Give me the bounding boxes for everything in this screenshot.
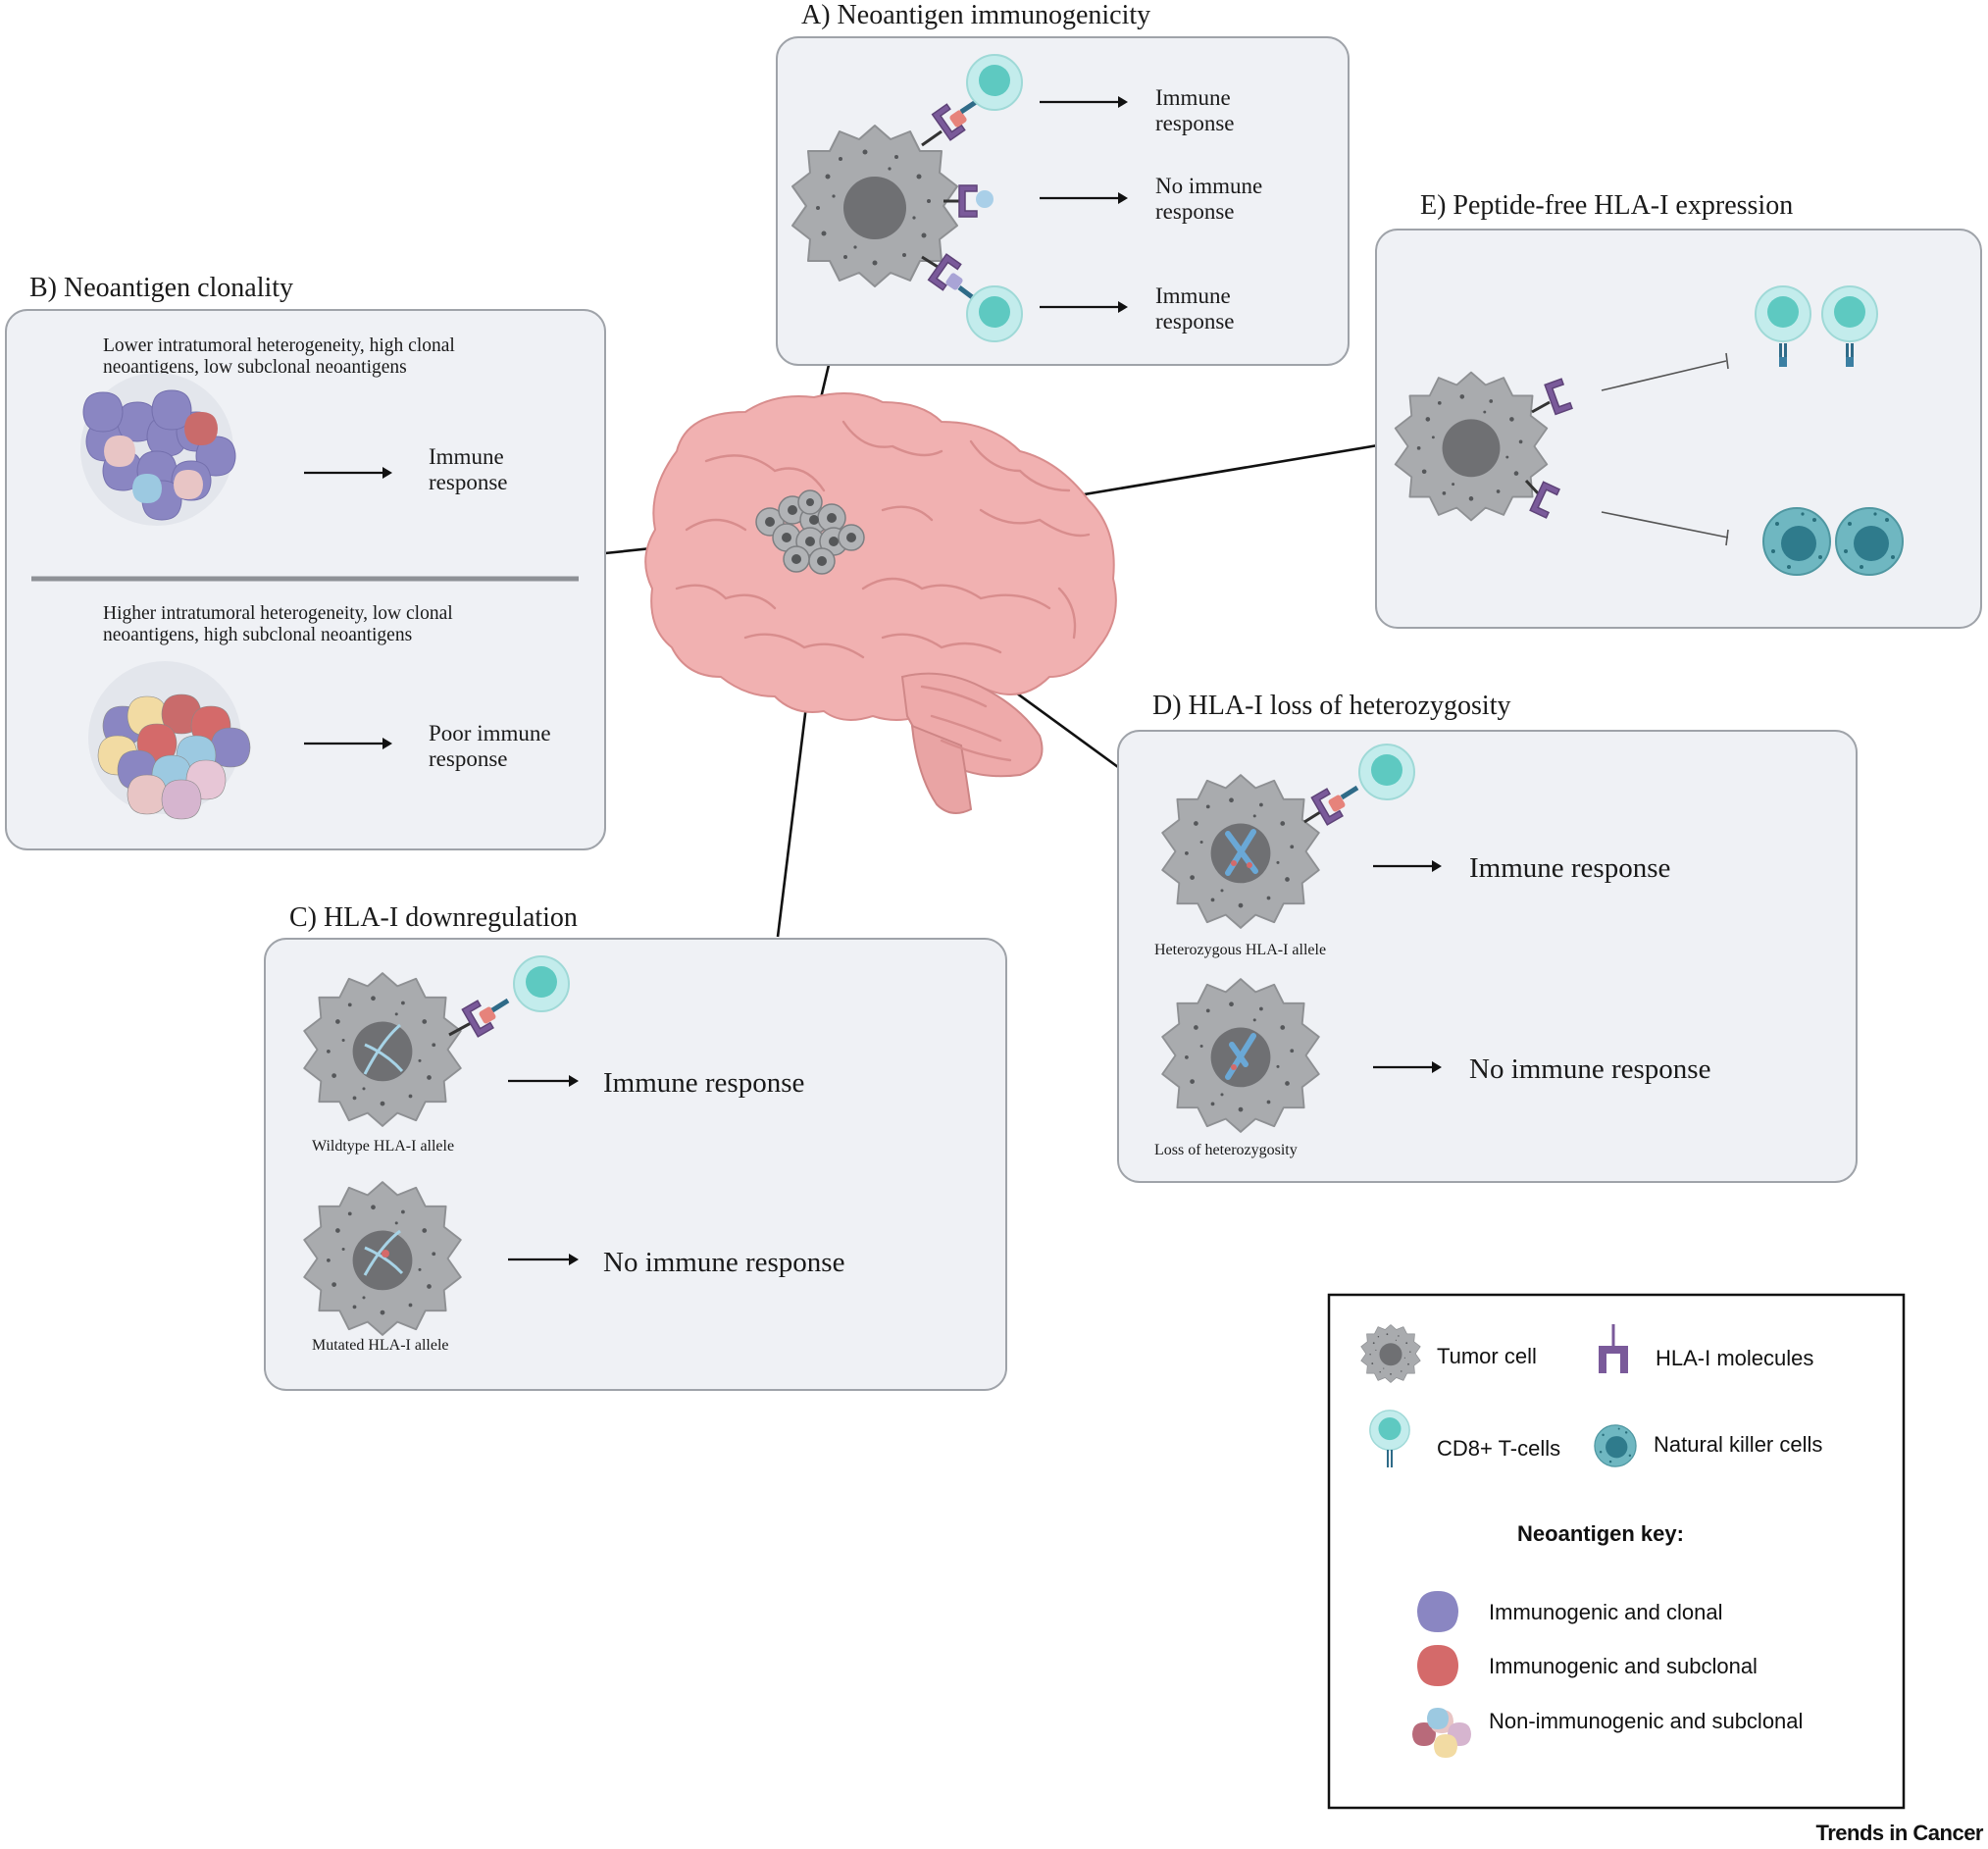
nk-cell-icon <box>1835 507 1904 576</box>
dna-icon <box>363 1023 404 1075</box>
hla-molecule-icon <box>1599 1324 1628 1373</box>
legend-hla-molecules: HLA-I molecules <box>1656 1346 1813 1370</box>
clonal-neoantigen-icon <box>1417 1591 1458 1632</box>
panel-a-row3-label2: response <box>1155 309 1234 334</box>
panel-d-row1-label: Immune response <box>1469 852 1670 884</box>
panel-c: C) HLA-I downregulation Wildtype HLA-I a… <box>264 902 1007 1391</box>
legend-cd8-tcells: CD8+ T-cells <box>1437 1436 1560 1461</box>
panel-c-row1-label: Immune response <box>603 1067 804 1099</box>
panel-a-row1-label2: response <box>1155 111 1234 135</box>
nk-cell-icon <box>1762 507 1831 576</box>
panel-b: B) Neoantigen clonality Lower intratumor… <box>5 273 606 850</box>
cd8-tcell-icon <box>1369 1410 1410 1467</box>
cd8-tcell-icon <box>966 285 1023 342</box>
panel-c-title: C) HLA-I downregulation <box>289 902 578 933</box>
legend-key-clonal: Immunogenic and clonal <box>1489 1600 1722 1624</box>
panel-a-row1-label: Immune <box>1155 85 1231 110</box>
panel-b-top-desc2: neoantigens, low subclonal neoantigens <box>103 357 407 378</box>
panel-b-top-label: Immune <box>429 444 504 469</box>
panel-e-title: E) Peptide-free HLA-I expression <box>1420 190 1793 221</box>
cd8-tcell-icon <box>1358 744 1415 800</box>
panel-d-title: D) HLA-I loss of heterozygosity <box>1152 691 1510 721</box>
panel-e: E) Peptide-free HLA-I expression <box>1375 190 1982 629</box>
panel-a: A) Neoantigen immunogenicity Immune resp… <box>776 0 1350 366</box>
legend-key-non-immunogenic: Non-immunogenic and subclonal <box>1489 1709 1803 1733</box>
cd8-tcell-icon <box>966 54 1023 111</box>
cd8-tcell-icon <box>1821 285 1878 367</box>
legend-key-subclonal: Immunogenic and subclonal <box>1489 1654 1758 1678</box>
panel-a-row2-label: No immune <box>1155 174 1262 198</box>
panel-b-bottom-label2: response <box>429 746 507 771</box>
legend-tumor-cell: Tumor cell <box>1437 1344 1537 1368</box>
panel-a-row2-label2: response <box>1155 199 1234 224</box>
legend: Tumor cell HLA-I molecules CD8+ T-cells … <box>1327 1293 1906 1810</box>
subclonal-tumor-icon <box>88 661 251 820</box>
cd8-tcell-icon <box>513 955 570 1012</box>
panel-a-title: A) Neoantigen immunogenicity <box>801 0 1150 30</box>
clonal-tumor-icon <box>80 373 236 526</box>
subclonal-neoantigen-icon <box>1417 1645 1458 1686</box>
panel-b-bottom-label: Poor immune <box>429 721 551 745</box>
panel-c-row2-caption: Mutated HLA-I allele <box>312 1337 449 1354</box>
panel-b-top-desc: Lower intratumoral heterogeneity, high c… <box>103 335 455 356</box>
panel-b-bottom-desc: Higher intratumoral heterogeneity, low c… <box>103 603 453 624</box>
panel-b-bottom-desc2: neoantigens, high subclonal neoantigens <box>103 625 412 645</box>
panel-d-row1-caption: Heterozygous HLA-I allele <box>1154 942 1326 958</box>
legend-key-title: Neoantigen key: <box>1517 1521 1684 1546</box>
panel-d-row2-label: No immune response <box>1469 1053 1710 1085</box>
panel-d-row2-caption: Loss of heterozygosity <box>1154 1142 1298 1158</box>
panel-c-row1-caption: Wildtype HLA-I allele <box>312 1138 454 1155</box>
cd8-tcell-icon <box>1755 285 1811 367</box>
panel-d: D) HLA-I loss of heterozygosity Heterozy… <box>1117 691 1858 1183</box>
panel-a-row3-label: Immune <box>1155 283 1231 308</box>
panel-b-title: B) Neoantigen clonality <box>29 273 293 303</box>
panel-c-row2-label: No immune response <box>603 1247 844 1278</box>
legend-nk-cells: Natural killer cells <box>1654 1432 1822 1457</box>
nk-cell-icon <box>1594 1424 1637 1467</box>
journal-label: Trends in Cancer <box>1815 1821 1983 1845</box>
panel-b-top-label2: response <box>429 470 507 494</box>
brain-icon <box>644 392 1117 814</box>
